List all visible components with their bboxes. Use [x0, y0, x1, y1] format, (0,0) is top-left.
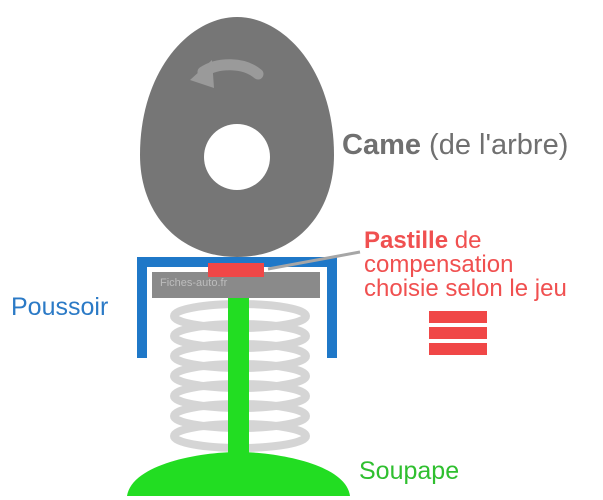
pastille-label-bold: Pastille: [364, 227, 449, 254]
cam-label: Came (de l'arbre): [342, 129, 568, 162]
curved-arrow-counterclockwise-icon: [190, 59, 264, 88]
pastille-label: Pastille de compensation choisie selon l…: [364, 229, 567, 301]
shim-bar: [429, 311, 487, 323]
watermark-text: Fiches-auto.fr: [160, 277, 228, 289]
shim-pad: [208, 263, 264, 277]
shim-bar: [429, 343, 487, 355]
valve-head: [127, 452, 350, 496]
cam-shaft-hole: [204, 124, 270, 190]
pastille-label-line3: choisie selon le jeu: [364, 275, 567, 302]
shim-pointer-line: [267, 250, 361, 271]
tappet-cup: [137, 257, 337, 358]
shim-bar: [429, 327, 487, 339]
pastille-label-line1: Pastille de: [364, 229, 567, 253]
pastille-label-rest: de: [448, 227, 482, 254]
soupape-label: Soupape: [359, 457, 460, 485]
cam-label-bold: Came: [342, 129, 421, 161]
pastille-label-line2: compensation: [364, 251, 514, 278]
valve-stem-front: [228, 300, 249, 455]
stacked-shims-icon: [429, 311, 487, 355]
poussoir-label: Poussoir: [11, 293, 109, 321]
cam-label-rest: (de l'arbre): [421, 129, 569, 161]
